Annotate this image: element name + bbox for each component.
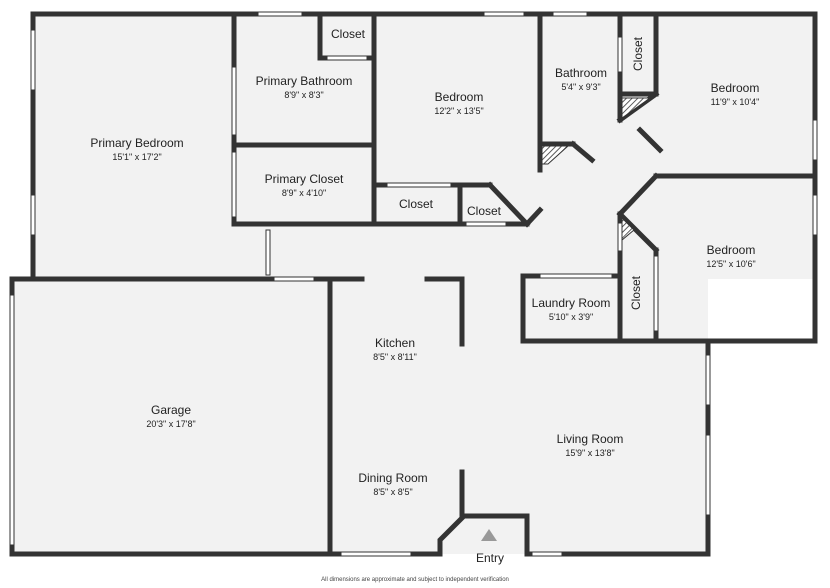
closet-label-bath: Closet (631, 36, 645, 71)
entry-label: Entry (476, 551, 504, 565)
room-dims-bedroom-center: 12'2" x 13'5" (434, 106, 483, 116)
closet-label-small: Closet (467, 204, 502, 218)
floor-areas (12, 14, 815, 554)
room-name-garage: Garage (151, 403, 191, 417)
room-dims-bathroom: 5'4" x 9'3" (561, 82, 600, 92)
entry-arrow-icon (481, 529, 497, 541)
room-name-primary-bathroom: Primary Bathroom (256, 74, 353, 88)
windows (9, 11, 818, 557)
room-dims-bedroom-e: 12'5" x 10'6" (706, 259, 755, 269)
room-dims-bedroom-ne: 11'9" x 10'4" (711, 97, 760, 107)
closet-label-primary-bath: Closet (331, 27, 366, 41)
room-name-dining: Dining Room (358, 471, 427, 485)
room-name-bathroom: Bathroom (555, 66, 607, 80)
room-name-bedroom-e: Bedroom (707, 243, 756, 257)
doors (231, 36, 659, 332)
room-name-bedroom-center: Bedroom (435, 90, 484, 104)
hatched-areas (541, 97, 652, 242)
room-name-primary-bedroom: Primary Bedroom (90, 136, 183, 150)
room-name-laundry: Laundry Room (532, 296, 611, 310)
room-dims-living: 15'9" x 13'8" (565, 448, 614, 458)
room-name-bedroom-ne: Bedroom (711, 81, 760, 95)
room-name-primary-closet: Primary Closet (265, 172, 344, 186)
room-dims-primary-bedroom: 15'1" x 17'2" (112, 152, 161, 162)
room-dims-primary-bathroom: 8'9" x 8'3" (284, 90, 323, 100)
room-labels: Primary Bedroom 15'1" x 17'2" Primary Ba… (90, 66, 759, 497)
room-name-kitchen: Kitchen (375, 336, 415, 350)
disclaimer-text: All dimensions are approximate and subje… (321, 577, 509, 583)
closet-label-bedroom-e: Closet (629, 275, 643, 310)
closet-labels: Closet Closet Closet Closet Closet (331, 27, 645, 310)
room-dims-garage: 20'3" x 17'8" (146, 419, 195, 429)
room-dims-kitchen: 8'5" x 8'11" (373, 352, 417, 362)
room-dims-dining: 8'5" x 8'5" (373, 487, 412, 497)
room-name-living: Living Room (557, 432, 624, 446)
closet-label-hall: Closet (399, 197, 434, 211)
room-dims-laundry: 5'10" x 3'9" (549, 312, 593, 322)
room-dims-primary-closet: 8'9" x 4'10" (282, 188, 326, 198)
